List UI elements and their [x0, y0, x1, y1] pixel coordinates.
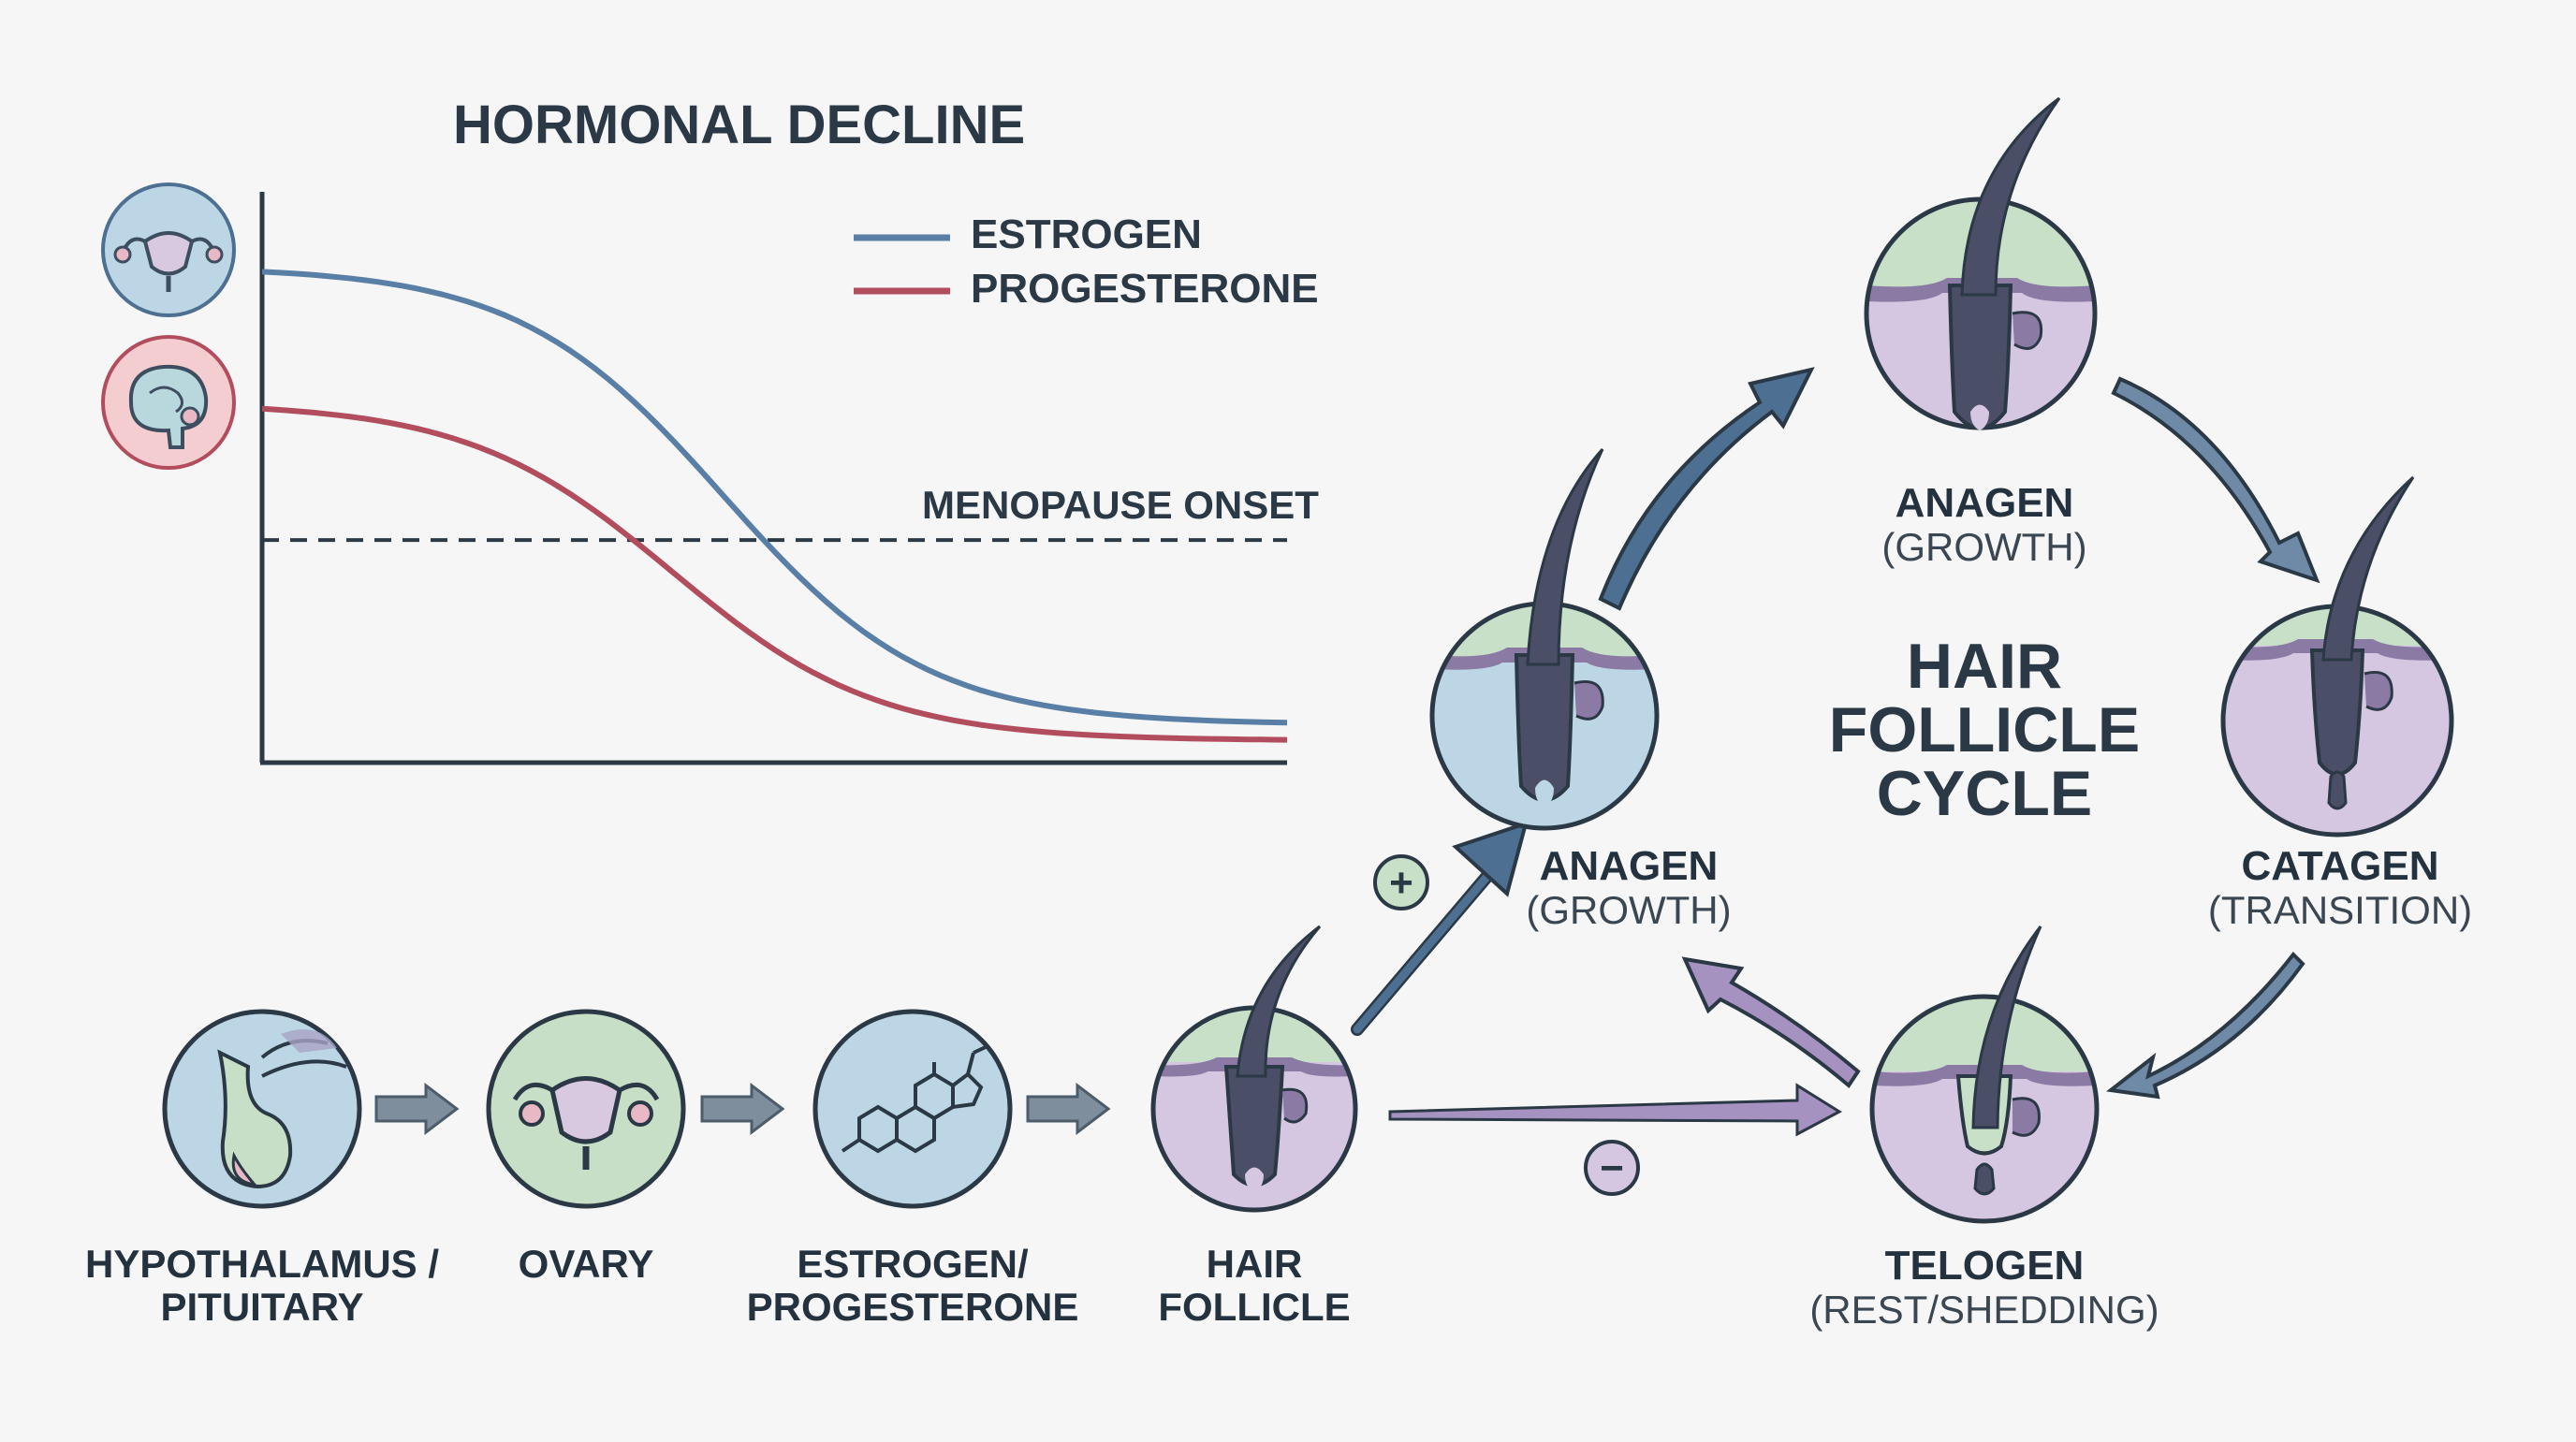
phase-subtitle: (TRANSITION)	[2207, 888, 2473, 932]
legend-estrogen-label: ESTROGEN	[971, 211, 1202, 257]
telogen-follicle	[1869, 925, 2100, 1224]
progesterone-series-line	[261, 405, 1288, 743]
promote-arrow	[1351, 820, 1529, 1036]
step-label-line2: FOLLICLE	[1158, 1285, 1351, 1329]
step-label-pituitary: HYPOTHALAMUS / PITUITARY	[75, 1243, 449, 1329]
cycle-arrow-up	[1598, 367, 1815, 611]
step-label-line1: OVARY	[518, 1242, 654, 1286]
plus-symbol: +	[1389, 860, 1413, 906]
step-label-line2: PROGESTERONE	[746, 1285, 1079, 1329]
step-label-follicle: HAIR FOLLICLE	[1114, 1243, 1395, 1329]
phase-name: TELOGEN	[1884, 1243, 2085, 1289]
cycle-arrow-down	[2106, 951, 2305, 1100]
cycle-title-line: HAIR	[1906, 631, 2063, 702]
catagen-follicle	[2220, 475, 2454, 838]
inhibit-arrow	[1388, 1083, 1842, 1137]
phase-name: ANAGEN	[1539, 843, 1719, 889]
anagen-left-label: ANAGEN (GROWTH)	[1460, 845, 1797, 933]
cycle-arrows: + −	[1351, 367, 2320, 1196]
hair-follicle-shape	[1150, 925, 1358, 1213]
menopause-onset-label: MENOPAUSE ONSET	[922, 483, 1319, 527]
catagen-label: CATAGEN (TRANSITION)	[2172, 845, 2509, 933]
minus-symbol: −	[1600, 1145, 1624, 1191]
anagen-top-follicle	[1864, 96, 2098, 430]
ovary-icon	[486, 1009, 686, 1209]
pathway	[162, 925, 1358, 1213]
cycle-title-line: FOLLICLE	[1828, 694, 2141, 765]
hormonal-decline-chart	[101, 182, 1288, 765]
steroid-molecule-icon	[812, 1009, 1013, 1209]
minus-marker: −	[1584, 1140, 1640, 1196]
estrogen-series-line	[261, 269, 1288, 726]
anagen-left-follicle	[1429, 447, 1660, 831]
step-label-line2: PITUITARY	[160, 1285, 364, 1329]
step-label-line1: HAIR	[1206, 1242, 1303, 1286]
brain-axis-icon	[101, 335, 236, 470]
step-label-line1: HYPOTHALAMUS /	[85, 1242, 439, 1286]
phase-name: CATAGEN	[2241, 843, 2439, 889]
phase-name: ANAGEN	[1895, 480, 2074, 526]
chart-title: HORMONAL DECLINE	[453, 95, 1026, 155]
cycle-arrow-right	[2111, 376, 2320, 584]
legend-progesterone-label: PROGESTERONE	[971, 266, 1319, 312]
plus-marker: +	[1373, 854, 1429, 910]
step-label-hormones: ESTROGEN/ PROGESTERONE	[744, 1243, 1081, 1329]
phase-subtitle: (REST/SHEDDING)	[1809, 1288, 2159, 1332]
pathway-arrow-2	[700, 1082, 785, 1136]
step-label-ovary: OVARY	[446, 1243, 726, 1286]
cycle-center-title: HAIR FOLLICLE CYCLE	[1807, 634, 2162, 825]
uterus-axis-icon	[101, 182, 236, 317]
anagen-top-label: ANAGEN (GROWTH)	[1816, 482, 2153, 570]
phase-subtitle: (GROWTH)	[1526, 888, 1732, 932]
pathway-arrow-1	[374, 1082, 460, 1136]
step-label-line1: ESTROGEN/	[797, 1242, 1029, 1286]
pituitary-icon	[162, 1009, 362, 1209]
phase-subtitle: (GROWTH)	[1881, 525, 2087, 569]
cycle-arrow-return	[1681, 956, 1861, 1088]
pathway-arrow-3	[1026, 1082, 1111, 1136]
cycle-title-line: CYCLE	[1876, 758, 2093, 829]
telogen-label: TELOGEN (REST/SHEDDING)	[1778, 1245, 2190, 1333]
